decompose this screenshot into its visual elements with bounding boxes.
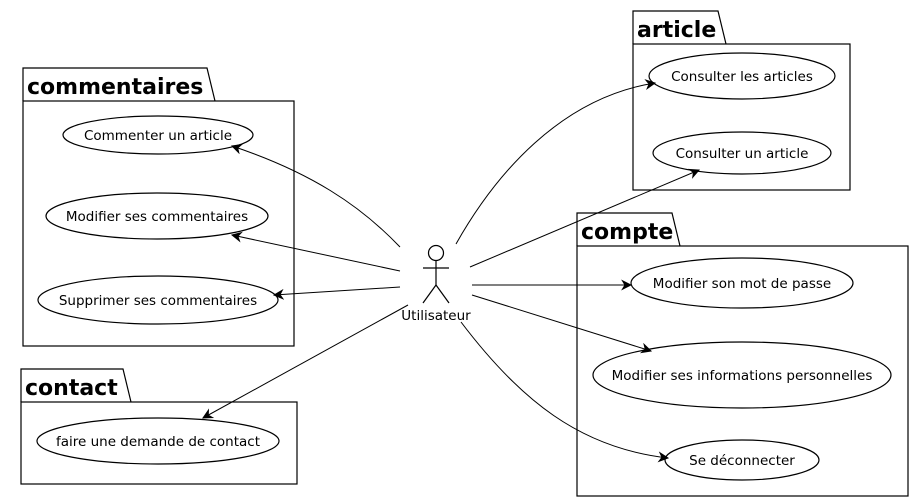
package-article-tab bbox=[632, 10, 727, 45]
edge-to-consulter-les-articles bbox=[455, 79, 657, 245]
edge-to-modifier-ses-commentaires bbox=[230, 231, 401, 272]
actor-head-icon bbox=[427, 244, 445, 262]
usecase-label: faire une demande de contact bbox=[56, 434, 260, 450]
package-commentaires: commentaires Commenter un article Modifi… bbox=[22, 67, 295, 347]
actor-label: Utilisateur bbox=[401, 308, 471, 324]
associations bbox=[202, 79, 701, 463]
usecase-label: Consulter les articles bbox=[671, 69, 813, 85]
usecase-label: Commenter un article bbox=[84, 128, 232, 144]
package-article: article Consulter les articles Consulter… bbox=[632, 10, 851, 191]
package-commentaires-tab bbox=[22, 67, 216, 102]
edge-to-faire-une-demande-de-contact bbox=[202, 304, 409, 419]
package-compte-tab bbox=[576, 212, 681, 247]
usecase-commenter-un-article[interactable]: Commenter un article bbox=[62, 115, 254, 155]
package-compte-frame bbox=[576, 245, 909, 497]
edge-to-se-deconnecter bbox=[460, 321, 670, 463]
package-compte: compte Modifier son mot de passe Modifie… bbox=[576, 212, 909, 497]
usecase-consulter-les-articles[interactable]: Consulter les articles bbox=[648, 52, 836, 100]
actor-leg-right bbox=[435, 284, 450, 304]
edge-to-supprimer-ses-commentaires bbox=[272, 286, 401, 300]
usecase-label: Modifier ses commentaires bbox=[66, 209, 248, 225]
package-contact-frame bbox=[20, 401, 298, 485]
usecase-modifier-son-mot-de-passe[interactable]: Modifier son mot de passe bbox=[630, 257, 854, 309]
usecase-faire-une-demande-de-contact[interactable]: faire une demande de contact bbox=[36, 417, 280, 465]
usecase-se-deconnecter[interactable]: Se déconnecter bbox=[664, 439, 820, 481]
usecase-label: Modifier ses informations personnelles bbox=[612, 368, 873, 384]
package-article-title: article bbox=[637, 18, 716, 43]
usecase-label: Supprimer ses commentaires bbox=[59, 293, 257, 309]
edge-to-commenter-un-article bbox=[230, 143, 401, 248]
usecase-modifier-ses-commentaires[interactable]: Modifier ses commentaires bbox=[45, 192, 269, 240]
usecase-label: Modifier son mot de passe bbox=[653, 276, 831, 292]
package-contact-tab bbox=[20, 368, 132, 403]
actor-utilisateur[interactable]: Utilisateur bbox=[401, 244, 471, 325]
package-compte-title: compte bbox=[581, 220, 673, 245]
package-commentaires-frame bbox=[22, 100, 295, 347]
package-article-frame bbox=[632, 43, 851, 191]
usecase-label: Consulter un article bbox=[676, 146, 809, 162]
usecase-modifier-ses-informations-personnelles[interactable]: Modifier ses informations personnelles bbox=[592, 341, 892, 409]
usecase-label: Se déconnecter bbox=[689, 453, 795, 469]
usecase-consulter-un-article[interactable]: Consulter un article bbox=[652, 131, 832, 175]
package-contact: contact faire une demande de contact bbox=[20, 368, 298, 485]
package-commentaires-title: commentaires bbox=[27, 75, 203, 100]
edge-to-consulter-un-article bbox=[469, 168, 701, 268]
usecase-supprimer-ses-commentaires[interactable]: Supprimer ses commentaires bbox=[37, 275, 279, 325]
actor-leg-left bbox=[422, 284, 437, 304]
package-contact-title: contact bbox=[25, 376, 118, 401]
edge-to-modifier-ses-informations-personnelles bbox=[471, 294, 653, 354]
